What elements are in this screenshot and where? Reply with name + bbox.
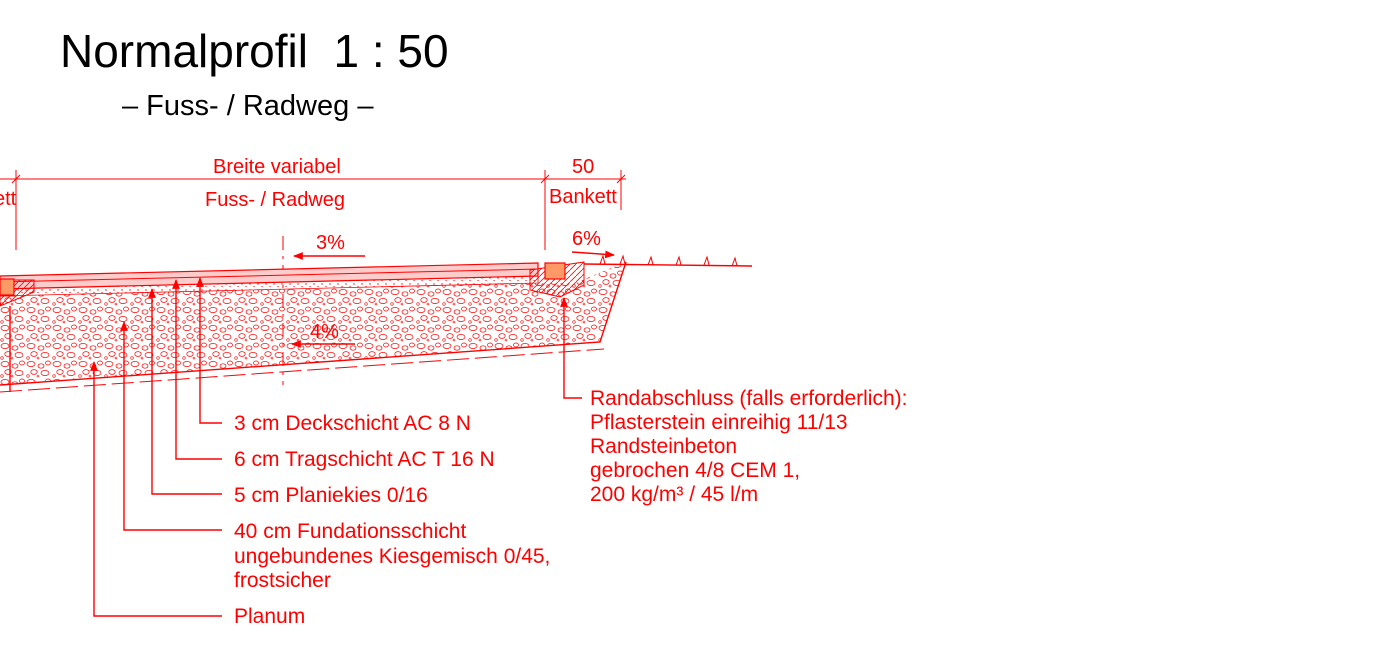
dimension-line	[0, 170, 626, 250]
slope-subgrade-label: 4%	[310, 321, 339, 343]
dimension-bankett-value: 50	[572, 156, 594, 178]
layer-leaders	[90, 277, 582, 617]
dimension-width-label: Breite variabel	[213, 156, 341, 178]
drawing-subtitle: – Fuss- / Radweg –	[122, 90, 374, 122]
edge-note-line2: Pflasterstein einreihig 11/13	[590, 411, 848, 434]
planum-line	[0, 348, 605, 393]
layer-fundation-label-line3: frostsicher	[234, 569, 331, 592]
dimension-left-cut-label: ett	[0, 188, 17, 210]
layer-planiekies-label: 5 cm Planiekies 0/16	[234, 484, 428, 507]
terrain-line	[583, 254, 753, 267]
layer-deckschicht-label: 3 cm Deckschicht AC 8 N	[234, 412, 471, 435]
drawing-title: Normalprofil 1 : 50	[60, 25, 449, 77]
edge-note-line1: Randabschluss (falls erforderlich):	[590, 387, 907, 410]
edge-note-line5: 200 kg/m³ / 45 l/m	[590, 483, 758, 506]
slope-bankett-label: 6%	[572, 228, 601, 250]
right-curb	[529, 261, 585, 298]
slope-surface-label: 3%	[316, 232, 345, 254]
layer-planum-label: Planum	[234, 605, 305, 628]
layer-tragschicht-label: 6 cm Tragschicht AC T 16 N	[234, 448, 495, 471]
dimension-bankett-label: Bankett	[549, 186, 617, 208]
slope-bankett-arrow	[571, 250, 615, 259]
edge-note-line3: Randsteinbeton	[590, 435, 737, 458]
layer-fundation-label-line2: ungebundenes Kiesgemisch 0/45,	[234, 545, 550, 568]
dimension-width-sublabel: Fuss- / Radweg	[205, 189, 345, 211]
edge-note-line4: gebrochen 4/8 CEM 1,	[590, 459, 800, 482]
layer-fundation-label-line1: 40 cm Fundationsschicht	[234, 520, 466, 543]
left-curb	[0, 278, 35, 392]
